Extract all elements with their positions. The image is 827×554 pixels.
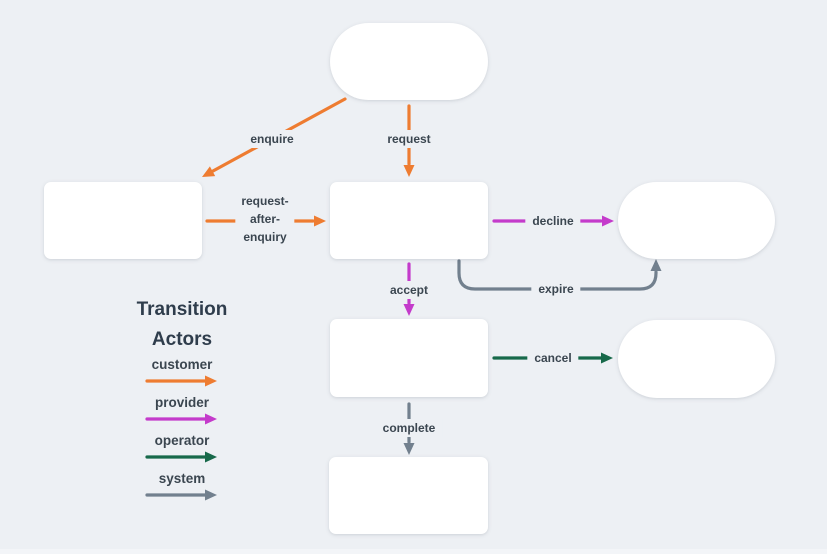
state-node-requested <box>330 182 488 259</box>
legend-item-label: provider <box>154 395 209 410</box>
legend: Transition Actors customer provider oper… <box>120 295 244 508</box>
arrowhead-icon <box>602 215 614 227</box>
transition-label-expire: expire <box>531 280 581 298</box>
state-node-declined <box>618 182 775 259</box>
legend-title: Transition Actors <box>120 295 244 355</box>
arrowhead-icon <box>601 352 613 364</box>
legend-item-label: system <box>158 471 206 486</box>
arrowhead-icon <box>650 259 662 271</box>
legend-item-operator: operator <box>120 432 244 464</box>
arrowhead-icon <box>403 165 415 177</box>
operator-arrow-icon <box>145 451 217 463</box>
transition-label-enquire: enquire <box>243 130 301 148</box>
transition-label-decline: decline <box>525 212 581 230</box>
legend-item-customer: customer <box>120 356 244 388</box>
arrowhead-icon <box>403 443 415 455</box>
state-node-cancelled <box>618 320 775 398</box>
legend-title-line1: Transition <box>136 299 228 320</box>
legend-item-provider: provider <box>120 394 244 426</box>
transition-label-line: enquiry <box>243 230 287 244</box>
state-node-enquired <box>44 182 202 259</box>
customer-arrow-icon <box>145 375 217 387</box>
transition-label-cancel: cancel <box>527 349 579 367</box>
transition-label-line: after- <box>249 212 280 226</box>
state-node-completed <box>329 457 488 534</box>
state-node-initial <box>330 23 488 100</box>
transition-label-request-after-enquiry: request- after- enquiry <box>235 190 295 248</box>
legend-item-system: system <box>120 470 244 502</box>
page-bottom-edge <box>0 549 827 554</box>
transition-label-line: request- <box>241 194 289 208</box>
legend-item-label: operator <box>154 433 210 448</box>
transition-label-request: request <box>380 130 438 148</box>
provider-arrow-icon <box>145 413 217 425</box>
system-arrow-icon <box>145 489 217 501</box>
arrowhead-icon <box>202 166 216 177</box>
transition-label-accept: accept <box>382 281 436 299</box>
state-node-accepted <box>330 319 488 397</box>
arrowhead-icon <box>403 304 415 316</box>
transition-label-complete: complete <box>375 419 443 437</box>
legend-title-line2: Actors <box>151 329 213 350</box>
arrowhead-icon <box>314 215 326 227</box>
legend-item-label: customer <box>151 357 213 372</box>
